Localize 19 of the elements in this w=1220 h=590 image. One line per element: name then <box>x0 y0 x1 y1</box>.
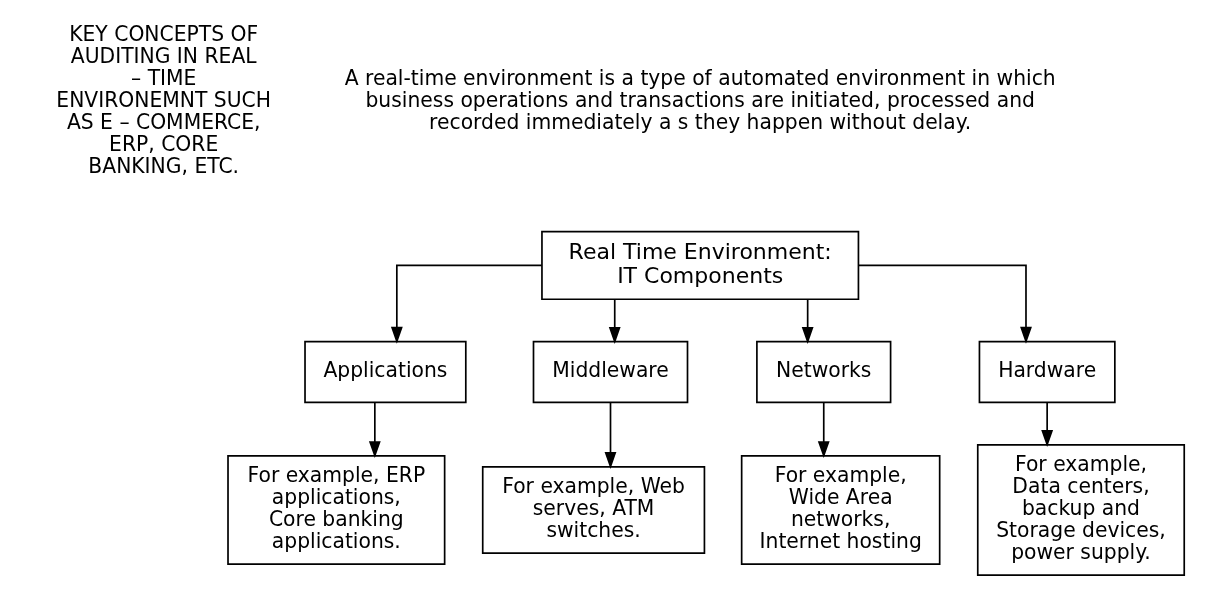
node-box: Applications <box>303 340 467 404</box>
node-box: For example, Wide Area networks, Internet hosting <box>740 454 941 565</box>
node-box: Networks <box>755 340 891 404</box>
node-box: For example, Web serves, ATM switches. <box>481 465 705 554</box>
arrow <box>801 298 814 344</box>
node-box: Hardware <box>978 340 1116 404</box>
arrow <box>390 264 543 344</box>
arrow <box>817 401 830 459</box>
node-box: Real Time Environment: IT Components <box>540 230 859 301</box>
node-box: Middleware <box>532 340 688 404</box>
label: A real-time environment is a type of automated environment in which business operations and transactions are initiated, processed and recorded immediately a s they happen without delay. <box>344 66 1056 135</box>
arrow <box>608 298 621 344</box>
arrow <box>857 264 1032 344</box>
label: KEY CONCEPTS OF AUDITING IN REAL – TIME ENVIRONEMNT SUCH AS E – COMMERCE, ERP, CORE BANKING, ETC. <box>55 22 271 179</box>
node-box: For example, ERP applications, Core banking applications. <box>226 454 445 565</box>
arrow <box>368 401 381 459</box>
arrow <box>604 401 616 469</box>
node-box: For example, Data centers, backup and Storage devices, power supply. <box>976 443 1185 576</box>
arrow <box>1040 401 1053 447</box>
